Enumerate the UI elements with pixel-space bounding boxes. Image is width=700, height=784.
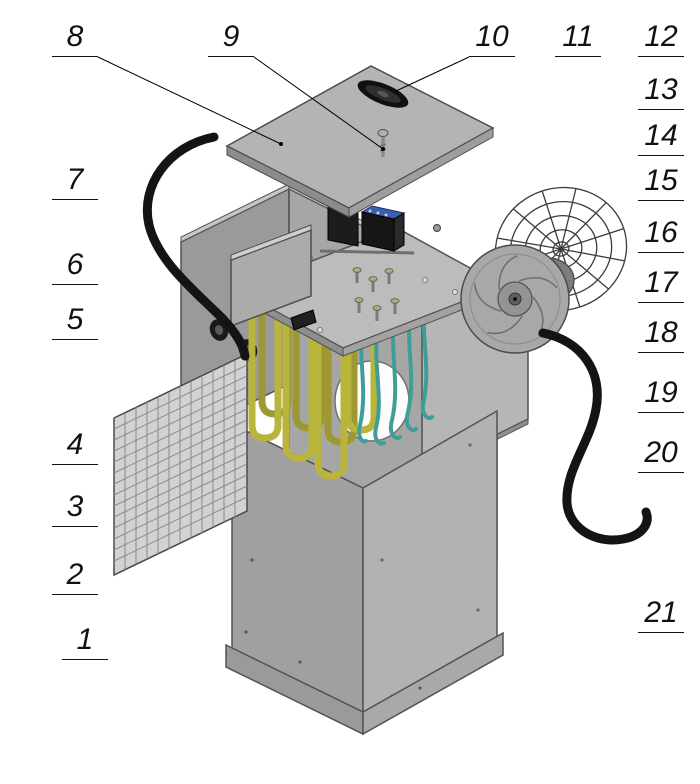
callout-10: 10	[469, 20, 515, 57]
callout-20: 20	[638, 436, 684, 473]
wiring-harness	[357, 304, 434, 446]
fan-impeller	[460, 244, 570, 354]
callout-5: 5	[52, 303, 98, 340]
fixing-bolt	[433, 224, 441, 232]
mounting-bracket	[230, 224, 312, 328]
callout-8: 8	[52, 20, 98, 57]
handle	[357, 80, 409, 108]
callout-1: 1	[62, 623, 108, 660]
callout-2: 2	[52, 558, 98, 595]
callout-4: 4	[52, 428, 98, 465]
callout-17: 17	[638, 266, 684, 303]
callout-13: 13	[638, 73, 684, 110]
inlet-grille	[113, 352, 248, 577]
leader-lines	[97, 56, 470, 151]
power-cable-right	[538, 328, 652, 545]
top-cover	[225, 65, 495, 218]
callout-11: 11	[555, 20, 601, 57]
callout-7: 7	[52, 163, 98, 200]
callout-6: 6	[52, 248, 98, 285]
callout-12: 12	[638, 20, 684, 57]
terminal-studs	[352, 267, 400, 321]
callout-19: 19	[638, 376, 684, 413]
callout-15: 15	[638, 164, 684, 201]
callout-16: 16	[638, 216, 684, 253]
thermostat	[290, 309, 317, 331]
power-cable-left	[142, 132, 250, 361]
base-tray	[225, 631, 504, 736]
callout-18: 18	[638, 316, 684, 353]
callout-3: 3	[52, 490, 98, 527]
callout-9: 9	[208, 20, 254, 57]
callout-14: 14	[638, 119, 684, 156]
lower-casing-panel	[231, 409, 498, 720]
callout-21: 21	[638, 596, 684, 633]
